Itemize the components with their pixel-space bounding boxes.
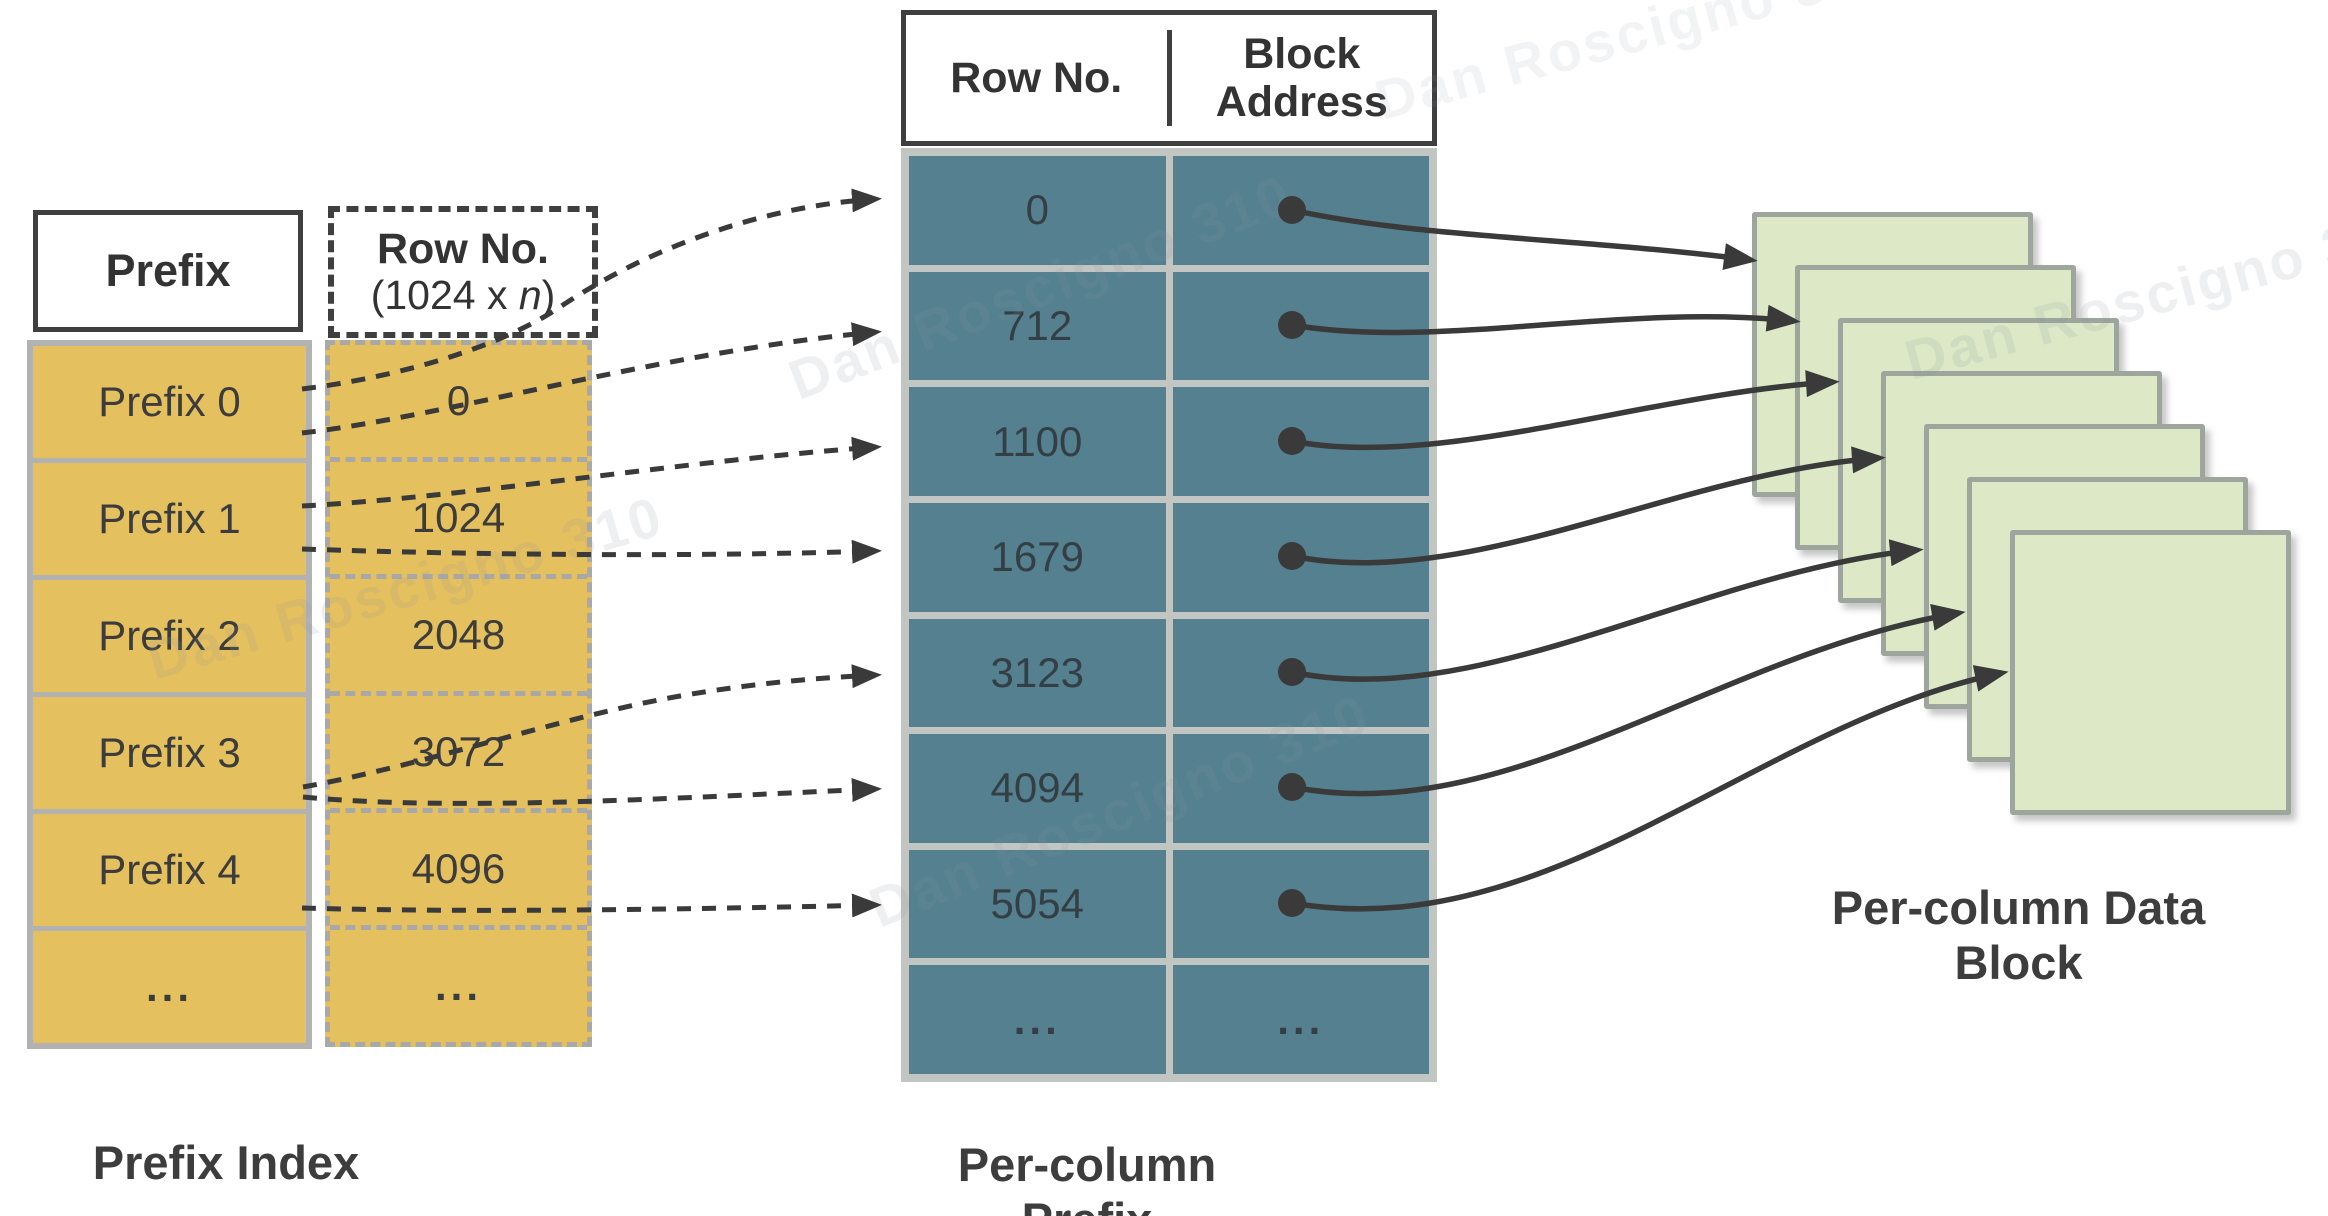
block-address-cell: [1172, 156, 1429, 265]
block-address-cell: [1172, 502, 1429, 612]
row-no-value: 3072: [330, 691, 587, 808]
prefix-row: Prefix 2: [33, 575, 306, 692]
col-header-block-address: Block Address: [1166, 29, 1433, 127]
col-header-row-no: Row No.: [950, 53, 1123, 102]
prefix-row: Prefix 1: [33, 458, 306, 575]
prefix-row-ellipsis: ...: [33, 926, 306, 1043]
row-no-value: 4096: [330, 808, 587, 925]
block-address-cell: [1172, 734, 1429, 843]
row-no-cell: 1100: [909, 387, 1166, 496]
prefix-index-table: Prefix 0 Prefix 1 Prefix 2 Prefix 3 Pref…: [27, 340, 312, 1049]
prefix-index-header-label: Prefix: [105, 245, 231, 296]
formula-close: ): [541, 272, 556, 319]
formula-open: (1024 x: [370, 272, 519, 319]
prefix-index-header: Prefix: [33, 210, 303, 332]
row-no-cell: 3123: [909, 618, 1166, 728]
watermark-text: Dan Roscigno 310: [1368, 0, 1900, 132]
row-no-header: Row No. (1024 x n): [328, 206, 598, 338]
row-no-cell: 0: [909, 156, 1166, 265]
row-no-cell: 5054: [909, 849, 1166, 959]
row-no-value: 0: [446, 377, 471, 424]
prefix-row: Prefix 3: [33, 692, 306, 809]
block-address-cell: [1172, 387, 1429, 496]
block-address-ellipsis-cell: ...: [1172, 965, 1429, 1074]
row-no-cell: 4094: [909, 734, 1166, 843]
row-no-column: 0 1024 2048 3072 4096 ...: [325, 340, 592, 1047]
prefix-row: Prefix 0: [98, 378, 241, 425]
row-no-value: 2048: [330, 574, 587, 691]
row-no-header-title: Row No.: [377, 224, 549, 273]
per-column-prefix-caption: Per-column Prefix: [957, 1138, 1217, 1216]
row-no-cell: 712: [909, 271, 1166, 381]
row-no-value: 1024: [330, 457, 587, 574]
block-address-cell: [1172, 849, 1429, 959]
prefix-row: Prefix 4: [33, 809, 306, 926]
data-block: [2010, 530, 2291, 815]
row-no-cell: 1679: [909, 502, 1166, 612]
per-column-prefix-table: 0 712 1100 1679 3123 4094 5054 ... ...: [901, 148, 1437, 1082]
row-no-header-formula: (1024 x n): [370, 272, 556, 319]
row-no-ellipsis-cell: ...: [909, 965, 1166, 1074]
prefix-index-caption: Prefix Index: [92, 1136, 360, 1189]
block-address-cell: [1172, 618, 1429, 728]
row-no-ellipsis: ...: [330, 925, 587, 1042]
block-address-cell: [1172, 271, 1429, 381]
per-column-data-block-caption: Per-column Data Block: [1831, 881, 2206, 989]
per-column-prefix-header: Row No. Block Address: [901, 10, 1437, 146]
formula-var: n: [518, 272, 542, 319]
